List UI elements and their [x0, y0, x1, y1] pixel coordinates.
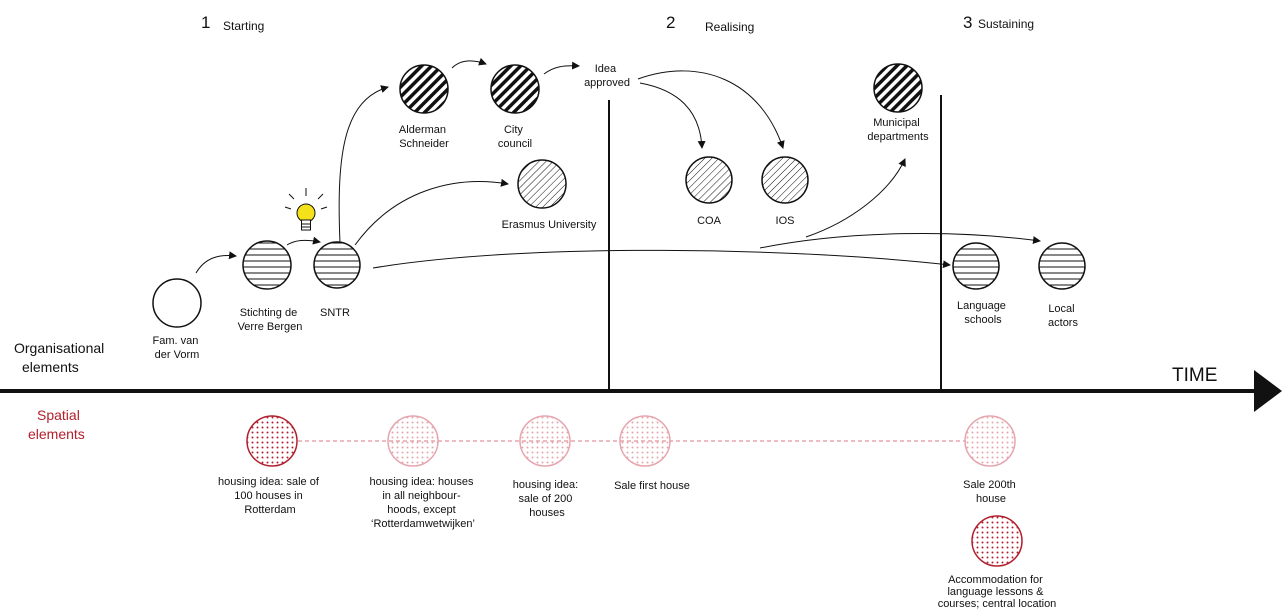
idea-approved-label: Idea approved — [584, 63, 630, 89]
svg-text:Sale first house: Sale first house — [614, 480, 690, 492]
actor-city-council: City council — [490, 64, 540, 150]
phase-3-name: Sustaining — [978, 17, 1034, 31]
spatial-label: Spatial elements — [28, 407, 85, 442]
actor-ios: IOS — [761, 156, 809, 227]
actor-erasmus-university: Erasmus University — [502, 159, 597, 231]
organisational-label: Organisational elements — [14, 340, 108, 375]
actor-municipal-departments: Municipal departments — [867, 63, 929, 143]
svg-text:IOS: IOS — [776, 215, 795, 227]
actor-stichting-de-verre-bergen: Stichting de Verre Bergen — [238, 240, 303, 333]
phase-2-number: 2 — [666, 13, 675, 32]
actor-language-schools: Language schools — [952, 242, 1009, 326]
svg-text:SNTR: SNTR — [320, 307, 350, 319]
spatial-housing-idea-100-houses: housing idea: sale of 100 houses in Rott… — [218, 415, 322, 516]
arrow-idea-ios — [637, 70, 785, 149]
spatial-sale-first-house: Sale first house — [614, 415, 690, 492]
arrow-stichting-sntr — [286, 236, 321, 246]
svg-text:Municipal departments: Municipal departments — [867, 117, 929, 143]
spatial-accommodation-language-lessons: Accommodation for language lessons & cou… — [938, 515, 1057, 610]
arrow-sntr-language — [372, 249, 951, 269]
svg-text:Fam. van der Vorm: Fam. van der Vorm — [153, 335, 202, 361]
arrow-idea-coa — [639, 82, 706, 149]
phase-1-name: Starting — [223, 19, 264, 33]
actor-local-actors: Local actors — [1038, 242, 1086, 329]
spatial-sale-200th-house: Sale 200th house — [963, 415, 1019, 505]
svg-text:Alderman Schneider: Alderman Schneider — [399, 124, 449, 150]
lightbulb-icon — [284, 188, 328, 231]
actor-sntr: SNTR — [313, 241, 361, 319]
svg-text:Stichting de Verre Berge: Stichting de Verre Bergen — [238, 307, 303, 333]
svg-text:COA: COA — [697, 215, 722, 227]
actor-fam-van-der-vorm: Fam. van der Vorm — [152, 278, 202, 361]
spatial-housing-idea-200-houses: housing idea: sale of 200 houses — [513, 415, 582, 519]
arrow-to-local — [759, 232, 1041, 249]
phase-2-name: Realising — [705, 20, 754, 34]
arrow-to-municipal — [805, 158, 906, 238]
actor-alderman-schneider: Alderman Schneider — [399, 64, 449, 150]
svg-text:housing idea: sale of 20: housing idea: sale of 200 houses — [513, 479, 582, 519]
spatial-housing-idea-all-neighbourhoods: housing idea: houses in all neighbour- h… — [369, 415, 476, 530]
relation-arrows — [195, 57, 1041, 274]
svg-text:housing idea: sale of 10: housing idea: sale of 100 houses in Rott… — [218, 476, 322, 516]
svg-text:Language schools: Language schools — [957, 300, 1009, 326]
time-label: TIME — [1172, 365, 1217, 386]
arrow-fam-stichting — [195, 251, 237, 274]
svg-text:Local actors: Local actors — [1048, 303, 1078, 329]
arrow-alderman-council — [451, 57, 487, 69]
phase-1-number: 1 — [201, 13, 210, 32]
actor-coa: COA — [685, 156, 733, 227]
phase-3-number: 3 — [963, 13, 972, 32]
svg-text:Sale 200th house: Sale 200th house — [963, 479, 1019, 505]
arrow-sntr-erasmus — [354, 178, 509, 246]
svg-text:housing idea: houses in: housing idea: houses in all neighbour- h… — [369, 476, 476, 530]
svg-text:City council: City council — [498, 124, 532, 150]
time-axis-arrowhead — [1254, 370, 1282, 412]
svg-text:Erasmus University: Erasmus University — [502, 219, 597, 231]
arrow-sntr-alderman — [338, 85, 389, 244]
arrow-council-idea — [543, 61, 580, 75]
svg-text:Accommodation for langua: Accommodation for language lessons & cou… — [938, 574, 1057, 610]
